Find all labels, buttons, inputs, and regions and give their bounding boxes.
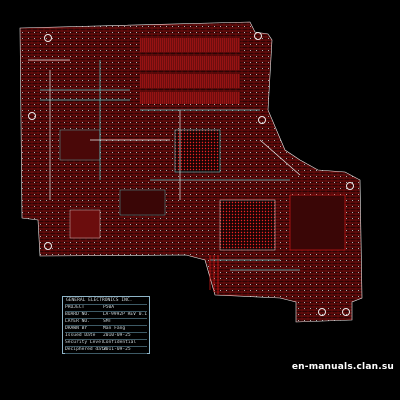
- title-block-value: 2011-09-25: [103, 347, 131, 352]
- title-block-label: LAYER NO.: [65, 319, 90, 324]
- gpu-region: [289, 194, 346, 251]
- cpu-bga: [174, 129, 221, 173]
- memory-slot: [140, 74, 240, 88]
- component-block: [119, 189, 166, 216]
- title-block-label: DRAWN BY: [65, 326, 88, 331]
- mounting-holes: [28, 32, 354, 316]
- title-block-label: PROJECT: [65, 305, 85, 310]
- title-block-row: Security Level Confidential: [65, 340, 147, 347]
- mounting-hole: [44, 34, 52, 42]
- memory-slot: [140, 38, 240, 52]
- title-block: GENERAL ELECTRONICS INC. PROJECT P50A BO…: [62, 296, 150, 354]
- title-block-row: Deciphered date 2011-09-25: [65, 347, 147, 354]
- title-block-value: Confidential: [103, 340, 137, 345]
- title-block-label: Deciphered date: [65, 347, 107, 352]
- title-block-row: Issued Date 2010-09-25: [65, 333, 147, 340]
- title-block-value: 2010-09-25: [103, 333, 131, 338]
- mounting-hole: [318, 308, 326, 316]
- mounting-hole: [254, 32, 262, 40]
- memory-slot: [140, 92, 240, 104]
- watermark-text: en-manuals.clan.su: [291, 362, 394, 372]
- memory-slot: [140, 56, 240, 70]
- title-block-row: LAYER NO. SMT: [65, 319, 147, 326]
- mounting-hole: [346, 182, 354, 190]
- title-block-company: GENERAL ELECTRONICS INC.: [65, 298, 147, 305]
- mounting-hole: [342, 308, 350, 316]
- title-block-label: Issued Date: [65, 333, 96, 338]
- memory-slot-region: [140, 38, 240, 104]
- title-block-value: SMT: [103, 319, 112, 324]
- component-block: [69, 209, 101, 239]
- title-block-value: Man Fang: [103, 326, 126, 331]
- title-block-row: PROJECT P50A: [65, 305, 147, 312]
- title-block-label: Security Level: [65, 340, 104, 345]
- mounting-hole: [258, 116, 266, 124]
- component-block: [59, 129, 101, 161]
- routed-traces: [28, 59, 301, 294]
- mounting-hole: [28, 112, 36, 120]
- title-block-row: DRAWN BY Man Fang: [65, 326, 147, 333]
- title-block-value: P50A: [103, 305, 115, 310]
- title-block-row: BOARD NO. LA-9992P REV 0.1: [65, 312, 147, 319]
- title-block-label: BOARD NO.: [65, 312, 90, 317]
- title-block-value: LA-9992P REV 0.1: [102, 312, 147, 317]
- chipset-bga: [219, 199, 276, 251]
- mounting-hole: [44, 242, 52, 250]
